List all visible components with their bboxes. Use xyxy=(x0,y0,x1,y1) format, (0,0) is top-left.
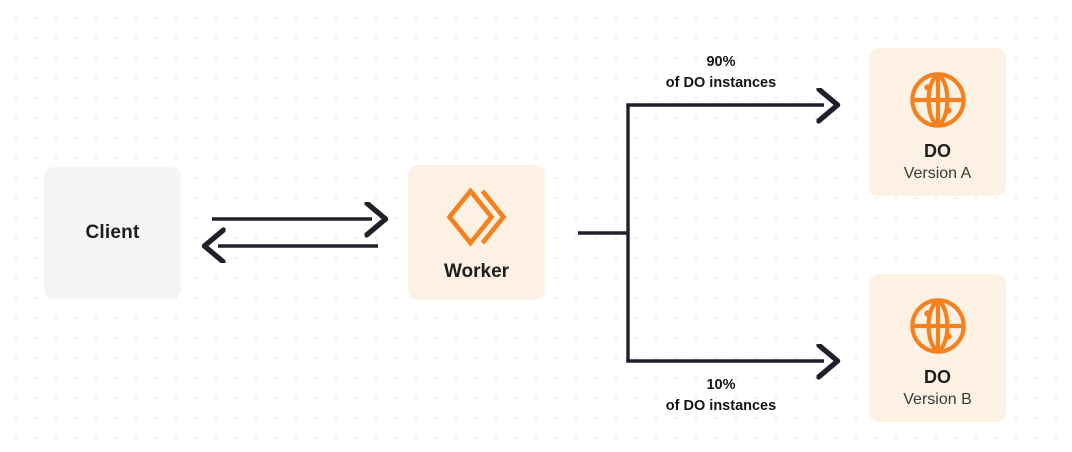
node-client-label: Client xyxy=(85,222,140,243)
node-do-a-label: DO xyxy=(924,141,951,161)
node-do-a-version: Version A xyxy=(903,164,972,182)
edge-label-do-a: 90% of DO instances xyxy=(628,52,814,93)
edge-label-do-b: 10% of DO instances xyxy=(628,375,814,416)
edge-label-do-a-percent: 90% xyxy=(706,54,736,70)
node-do-b-label: DO xyxy=(924,367,951,387)
cloudflare-workers-icon xyxy=(446,187,508,247)
node-worker: Worker xyxy=(408,165,545,300)
node-do-b-version: Version B xyxy=(903,390,972,408)
edge-label-do-b-text: of DO instances xyxy=(665,397,777,414)
edge-label-do-a-text: of DO instances xyxy=(665,74,777,91)
durable-object-globe-icon xyxy=(908,70,968,130)
edge-label-do-b-percent: 10% xyxy=(706,377,736,393)
node-do-version-a: DO Version A xyxy=(869,48,1006,196)
node-do-version-b: DO Version B xyxy=(869,274,1006,422)
node-client: Client xyxy=(44,167,181,299)
connector-worker-fork xyxy=(578,105,630,361)
durable-object-globe-icon xyxy=(908,296,968,356)
node-worker-label: Worker xyxy=(443,261,510,282)
